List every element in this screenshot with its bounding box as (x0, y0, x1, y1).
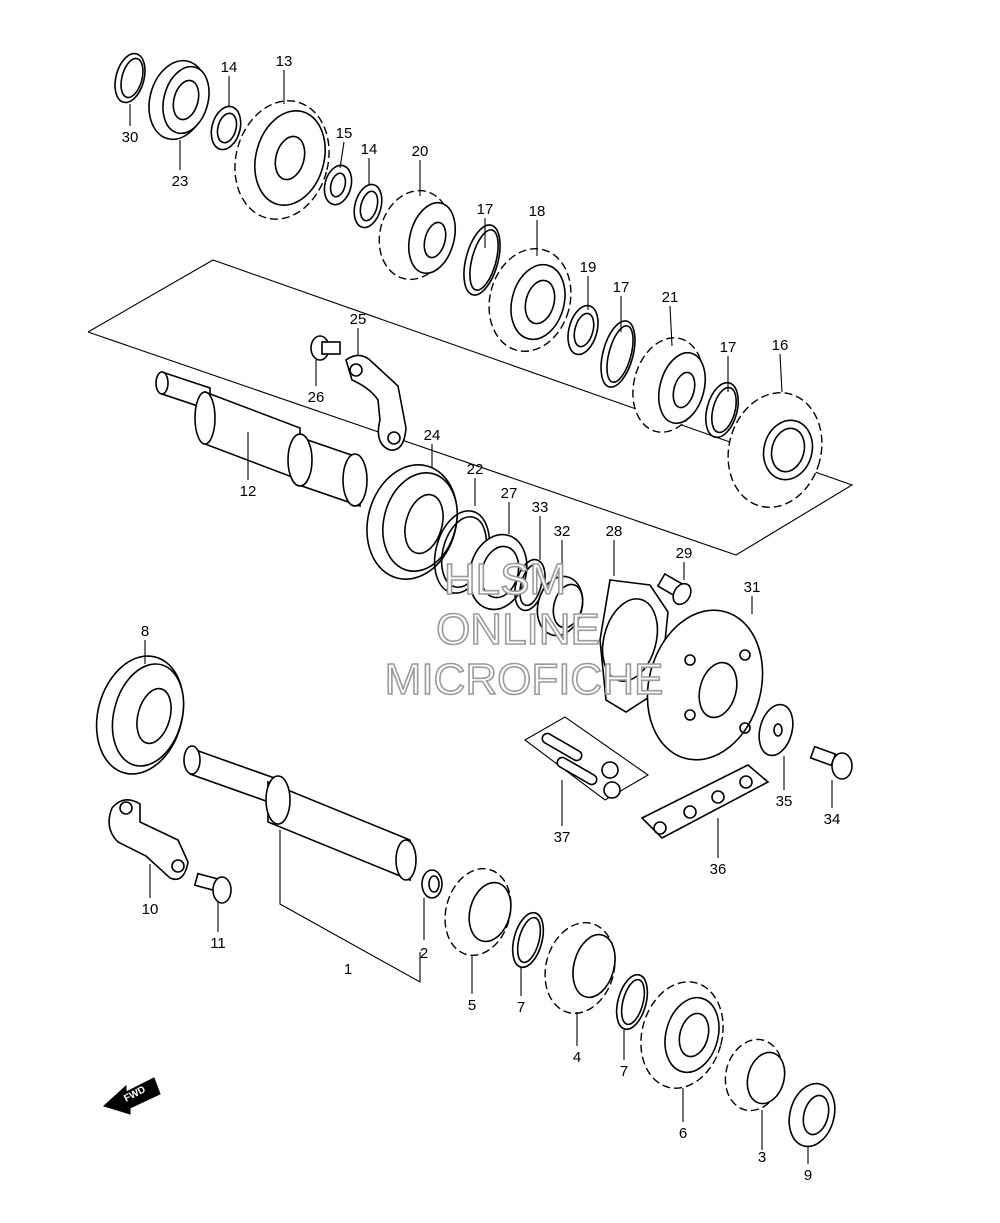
callout-31[interactable]: 31 (744, 579, 761, 596)
part-3-gear[interactable] (718, 1033, 791, 1117)
callout-19[interactable]: 19 (580, 259, 597, 276)
callout-25[interactable]: 25 (350, 311, 367, 328)
part-19-splined-washer[interactable] (563, 302, 603, 358)
part-14-washer-a[interactable] (207, 103, 245, 153)
callout-32[interactable]: 32 (554, 523, 571, 540)
callout-35[interactable]: 35 (776, 793, 793, 810)
callout-24[interactable]: 24 (424, 427, 441, 444)
part-29-bolt[interactable] (656, 572, 695, 608)
part-1-countershaft[interactable] (183, 745, 417, 882)
callout-13[interactable]: 13 (276, 53, 293, 70)
part-24-bearing[interactable] (354, 455, 469, 590)
callout-37[interactable]: 37 (554, 829, 571, 846)
watermark-line-1: HLSM (444, 555, 566, 604)
callout-17a[interactable]: 17 (477, 201, 494, 218)
part-32-spacer[interactable] (531, 571, 589, 640)
part-30-circlip[interactable] (110, 50, 150, 106)
callout-12[interactable]: 12 (240, 483, 257, 500)
callout-28[interactable]: 28 (606, 523, 623, 540)
callout-20[interactable]: 20 (412, 143, 429, 160)
callout-5[interactable]: 5 (468, 997, 476, 1014)
callout-17c[interactable]: 17 (720, 339, 737, 356)
part-20-gear[interactable] (370, 182, 463, 287)
part-10-retainer[interactable] (108, 799, 189, 881)
callout-4[interactable]: 4 (573, 1049, 581, 1066)
callout-27[interactable]: 27 (501, 485, 518, 502)
part-7-circlip-a[interactable] (507, 909, 549, 970)
part-17-circlip-c[interactable] (700, 379, 743, 441)
leader-lines (129, 70, 833, 1164)
callout-3[interactable]: 3 (758, 1149, 766, 1166)
watermark: HLSM ONLINE MICROFICHE (384, 554, 664, 705)
callout-1[interactable]: 1 (344, 961, 352, 978)
part-7-circlip-b[interactable] (611, 971, 653, 1032)
callout-14b[interactable]: 14 (361, 141, 378, 158)
part-6-gear[interactable] (629, 972, 734, 1097)
callout-33[interactable]: 33 (532, 499, 549, 516)
part-21-gear[interactable] (623, 330, 714, 440)
callout-9[interactable]: 9 (804, 1167, 812, 1184)
callout-labels: 1 2 3 4 5 6 7 7 8 9 10 11 12 13 14 14 15… (122, 53, 841, 1184)
callout-21[interactable]: 21 (662, 289, 679, 306)
callout-6[interactable]: 6 (679, 1125, 687, 1142)
callout-26[interactable]: 26 (308, 389, 325, 406)
part-17-circlip-b[interactable] (595, 317, 642, 390)
part-15-needle-bearing[interactable] (320, 162, 355, 207)
callout-18[interactable]: 18 (529, 203, 546, 220)
part-2-bushing[interactable] (421, 869, 443, 899)
callout-36[interactable]: 36 (710, 861, 727, 878)
callout-22[interactable]: 22 (467, 461, 484, 478)
part-23-bearing[interactable] (141, 54, 216, 146)
callout-2[interactable]: 2 (420, 945, 428, 962)
part-11-screw[interactable] (193, 872, 232, 904)
callout-29[interactable]: 29 (676, 545, 693, 562)
callout-7b[interactable]: 7 (620, 1063, 628, 1080)
callout-16[interactable]: 16 (772, 337, 789, 354)
driveshaft-assembly-outline (87, 259, 854, 556)
callout-23[interactable]: 23 (172, 173, 189, 190)
part-27-oil-seal[interactable] (461, 528, 535, 616)
part-25-bearing-retainer[interactable] (345, 354, 407, 451)
part-18-gear[interactable] (478, 239, 582, 360)
callout-14a[interactable]: 14 (221, 59, 238, 76)
part-17-circlip-a[interactable] (457, 221, 507, 299)
callout-11[interactable]: 11 (210, 935, 226, 952)
watermark-line-2: ONLINE (436, 605, 600, 654)
part-26-bolt[interactable] (310, 335, 341, 361)
part-35-washer[interactable] (754, 701, 798, 760)
part-34-bolt[interactable] (809, 745, 853, 780)
callout-15[interactable]: 15 (336, 125, 353, 142)
part-12-driveshaft[interactable] (155, 370, 368, 508)
part-36-drive-chain[interactable] (640, 764, 770, 839)
callout-8[interactable]: 8 (141, 623, 149, 640)
part-16-gear[interactable] (716, 382, 835, 518)
part-4-gear[interactable] (535, 915, 624, 1021)
callout-7a[interactable]: 7 (517, 999, 525, 1016)
callout-30[interactable]: 30 (122, 129, 139, 146)
part-31-engine-sprocket[interactable] (631, 597, 779, 773)
callout-17b[interactable]: 17 (613, 279, 630, 296)
callout-10[interactable]: 10 (142, 901, 159, 918)
callout-34[interactable]: 34 (824, 811, 841, 828)
fwd-arrow-icon: FWD (103, 1077, 161, 1115)
part-9-bearing[interactable] (782, 1078, 841, 1151)
part-13-gear[interactable] (222, 90, 342, 230)
part-37-chain-joint[interactable] (524, 716, 650, 801)
watermark-line-3: MICROFICHE (385, 655, 664, 704)
part-14-washer-b[interactable] (350, 181, 387, 230)
part-5-gear[interactable] (436, 861, 521, 963)
part-8-bearing[interactable] (84, 646, 196, 784)
